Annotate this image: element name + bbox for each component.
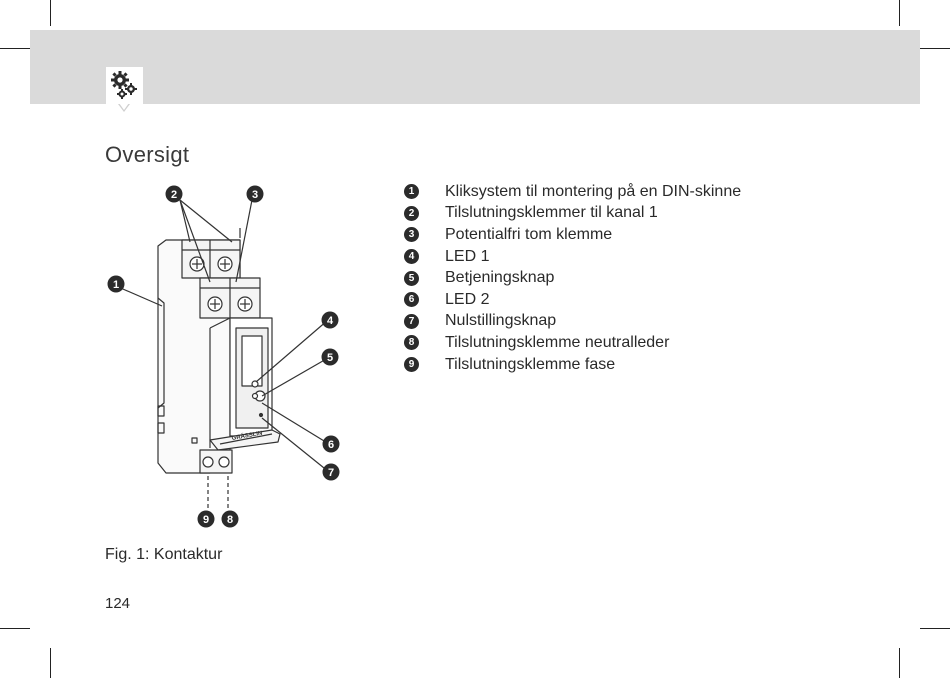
gears-icon [106,67,143,104]
list-item: 1 Kliksystem til montering på en DIN-skin… [404,181,741,203]
list-item: 9 Tilslutningsklemme fase [404,354,741,376]
crop-mark [920,48,950,49]
legend-text: LED 2 [445,290,490,308]
list-item: 5 Betjeningsknap [404,267,741,289]
svg-text:4: 4 [327,315,334,327]
crop-mark [50,648,51,678]
figure-caption: Fig. 1: Kontaktur [105,546,223,563]
header-band [30,30,920,104]
legend-text: Potentialfri tom klemme [445,225,613,243]
legend-text: Kliksystem til montering på en DIN-skinn… [445,182,742,200]
crop-mark [0,48,30,49]
callout-2: 2 [165,185,183,203]
list-item: 2 Tilslutningsklemmer til kanal 1 [404,203,741,225]
callout-6: 6 [322,435,340,453]
callout-7: 7 [322,463,340,481]
svg-text:6: 6 [328,439,334,451]
legend-text: Tilslutningsklemmer til kanal 1 [445,204,658,222]
list-item: 7 Nulstillingsknap [404,311,741,333]
crop-mark [899,648,900,678]
number-badge: 5 [404,270,419,286]
legend-text: LED 1 [445,247,490,265]
legend-text: Tilslutningsklemme neutralleder [445,333,670,351]
crop-mark [920,628,950,629]
number-badge: 4 [404,249,419,265]
callout-5: 5 [321,348,339,366]
list-item: 4 LED 1 [404,246,741,268]
device-figure: GRÄSSLIN 1 2 3 4 5 6 7 8 9 [100,178,360,533]
svg-text:3: 3 [252,189,258,201]
page-number: 124 [105,595,131,612]
number-badge: 7 [404,313,419,329]
list-item: 3 Potentialfri tom klemme [404,224,741,246]
legend-text: Betjeningsknap [445,269,555,287]
number-badge: 8 [404,335,419,351]
crop-mark [0,628,30,629]
list-item: 6 LED 2 [404,289,741,311]
svg-text:1: 1 [113,279,119,291]
number-badge: 6 [404,292,419,308]
callout-8: 8 [221,510,239,528]
legend-text: Nulstillingsknap [445,312,557,330]
svg-text:2: 2 [171,189,177,201]
crop-mark [50,0,51,26]
tab-pointer-fill [119,103,129,110]
svg-text:8: 8 [227,514,233,526]
svg-text:5: 5 [327,352,333,364]
number-badge: 3 [404,227,419,243]
device-illustration: GRÄSSLIN 1 2 3 4 5 6 7 8 9 [107,185,340,528]
svg-text:9: 9 [203,514,209,526]
legend-text: Tilslutningsklemme fase [445,355,616,373]
callout-9: 9 [197,510,215,528]
callout-4: 4 [321,311,339,329]
number-badge: 1 [404,184,419,200]
page-title: Oversigt [105,142,190,167]
number-badge: 2 [404,205,419,221]
svg-text:7: 7 [328,467,334,479]
number-badge: 9 [404,357,419,373]
callout-1: 1 [107,275,125,293]
list-item: 8 Tilslutningsklemme neutralleder [404,332,741,354]
crop-mark [899,0,900,26]
legend-list: 1 Kliksystem til montering på en DIN-skin… [404,181,741,375]
callout-3: 3 [246,185,264,203]
